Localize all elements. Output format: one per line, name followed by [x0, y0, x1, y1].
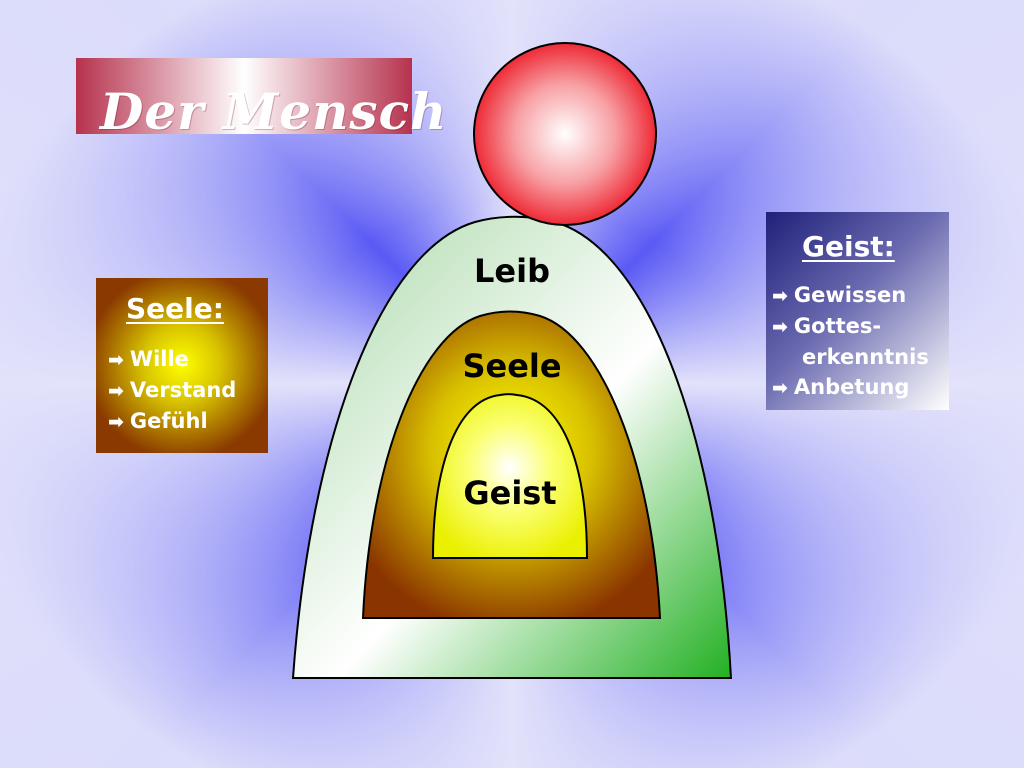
list-item-label: erkenntnis — [802, 345, 929, 369]
arrow-right-icon: ➡ — [772, 316, 788, 338]
seele-panel-heading: Seele: — [126, 292, 224, 325]
title-banner: Der Mensch — [76, 58, 446, 141]
page-title: Der Mensch — [100, 82, 448, 141]
list-item: ➡Wille — [108, 344, 236, 375]
arrow-right-icon: ➡ — [772, 285, 788, 307]
arrow-right-icon: ➡ — [108, 380, 124, 402]
list-item-label: Gottes- — [793, 314, 882, 338]
list-item: ➡Anbetung — [772, 372, 929, 403]
list-item-label: Anbetung — [793, 375, 910, 399]
arrow-right-icon: ➡ — [108, 349, 124, 371]
leib-label: Leib — [474, 252, 550, 290]
list-item-label: Verstand — [129, 378, 237, 402]
list-item-continuation: erkenntnis — [772, 342, 929, 372]
list-item: ➡Gottes- — [772, 311, 929, 342]
list-item-label: Gefühl — [129, 409, 208, 433]
geist-shape — [431, 393, 589, 559]
list-item: ➡Verstand — [108, 375, 236, 406]
list-item: ➡Gefühl — [108, 406, 236, 437]
geist-label: Geist — [463, 474, 556, 512]
seele-panel: Seele: ➡Wille ➡Verstand ➡Gefühl — [96, 278, 268, 453]
seele-item-list: ➡Wille ➡Verstand ➡Gefühl — [108, 344, 236, 437]
geist-item-list: ➡Gewissen ➡Gottes- erkenntnis ➡Anbetung — [772, 280, 929, 403]
arrow-right-icon: ➡ — [772, 377, 788, 399]
geist-panel-heading: Geist: — [802, 230, 895, 263]
list-item-label: Gewissen — [793, 283, 907, 307]
head-circle — [473, 42, 657, 226]
list-item-label: Wille — [129, 347, 189, 371]
geist-panel: Geist: ➡Gewissen ➡Gottes- erkenntnis ➡An… — [766, 212, 949, 410]
arrow-right-icon: ➡ — [108, 411, 124, 433]
seele-label: Seele — [462, 347, 561, 385]
list-item: ➡Gewissen — [772, 280, 929, 311]
